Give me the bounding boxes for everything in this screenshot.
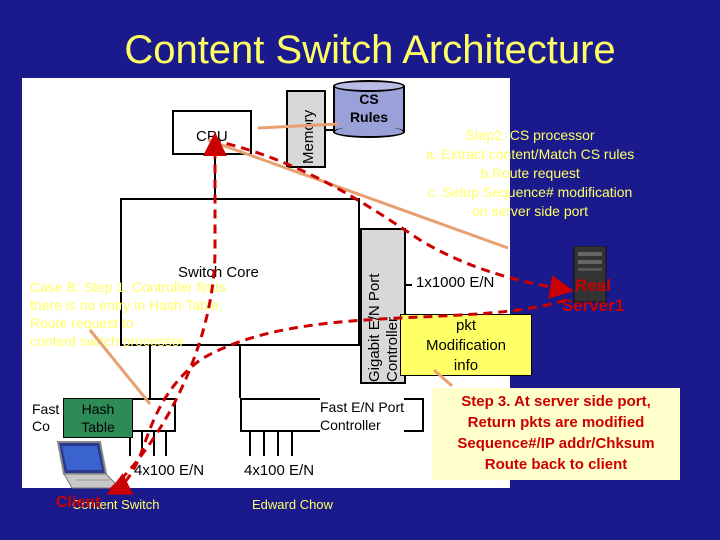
switch-core-box: Switch Core	[120, 198, 360, 346]
client-label: Client	[56, 494, 101, 511]
caseb-line3: Route request to	[30, 315, 134, 331]
real-server-label: Real Server1	[548, 276, 638, 316]
step2-line1: Step2. CS processor	[465, 127, 595, 143]
left-ports-label: 4x100 E/N	[134, 462, 205, 479]
real-server-line1: Real	[575, 276, 611, 295]
hash-line2: Table	[81, 419, 115, 435]
step3-line1: Step 3. At server side port,	[461, 393, 651, 410]
caseb-line4: content switch processor	[30, 333, 185, 349]
cpu-to-server-path	[211, 138, 574, 299]
laptop-icon	[56, 441, 122, 489]
cpu-to-step2-arrow	[207, 138, 509, 250]
cs-rules-line2: Rules	[349, 109, 389, 125]
step3-box: Step 3. At server side port, Return pkts…	[432, 388, 680, 480]
server-to-client-path	[106, 298, 567, 495]
hash-line1: Hash	[81, 401, 115, 417]
pkt-line1: pkt	[455, 317, 476, 334]
pkt-line2: Modification	[425, 337, 507, 354]
step2-line5: on server side port	[472, 203, 588, 219]
fast-controller-left-text1: Fast	[32, 401, 60, 417]
step3-line3: Sequence#/IP addr/Chksum	[457, 435, 655, 452]
step3-line2: Return pkts are modified	[467, 414, 645, 431]
real-server-line2: Server1	[561, 296, 625, 315]
step2-line4: c. Setup Sequence# modification	[427, 184, 633, 200]
caseb-line2: there is no entry in Hash Table,	[30, 297, 223, 313]
fast-controller-right-label: Fast E/N Port Controller	[320, 398, 405, 434]
right-ports-label: 4x100 E/N	[244, 462, 315, 479]
slide-title: Content Switch Architecture	[124, 28, 616, 72]
hash-table-box: Hash Table	[63, 398, 133, 438]
memory-box: Memory	[286, 90, 326, 168]
caseb-text: Case B: Step 1. Controller finds there i…	[30, 278, 330, 350]
footer-right: Edward Chow	[252, 497, 333, 512]
pkt-modification-box: pkt Modification info	[400, 314, 532, 376]
fast-controller-right-text1: Fast E/N Port	[320, 399, 405, 415]
step3-line4: Route back to client	[484, 456, 628, 473]
gigabit-ports-label: 1x1000 E/N	[416, 274, 495, 291]
cs-rules-line1: CS	[359, 91, 379, 107]
step2-line3: b.Route request	[480, 165, 580, 181]
gigabit-port-controller: Gigabit E/N Port Controller	[360, 228, 406, 384]
caseb-to-controller-arrow	[88, 329, 152, 405]
rules-to-cpu-arrow	[257, 122, 339, 130]
footer-left: Content Switch	[72, 497, 160, 512]
fast-controller-left-text2: Co	[32, 418, 50, 434]
fast-controller-right-text2: Controller	[320, 417, 381, 433]
step2-line2: a. Extract content/Match CS rules	[425, 146, 635, 162]
caseb-line1: Case B: Step 1. Controller finds	[30, 279, 227, 295]
pkt-line3: info	[453, 357, 479, 374]
switch-core-label: Switch Core	[178, 264, 259, 281]
server-icon	[573, 246, 607, 303]
pkt-to-step3-arrow	[433, 368, 453, 388]
cs-rules-database: CS Rules	[333, 80, 405, 138]
step2-text: Step2. CS processor a. Extract content/M…	[404, 126, 656, 221]
client-to-cpu-path	[108, 132, 227, 492]
